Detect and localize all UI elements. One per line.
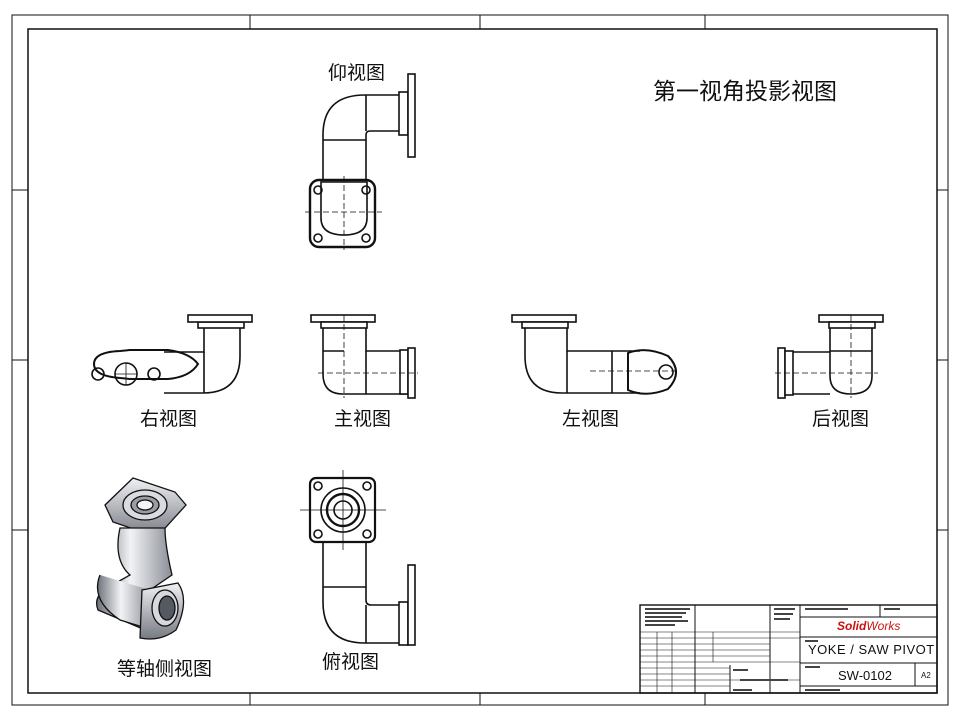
part-number: SW-0102 xyxy=(838,668,892,683)
brand-works: Works xyxy=(866,619,901,633)
brand-solid: Solid xyxy=(837,619,867,633)
drawing-title: 第一视角投影视图 xyxy=(653,79,837,105)
sheet-border xyxy=(11,14,949,706)
label-left-view: 左视图 xyxy=(562,408,620,430)
isometric-view xyxy=(95,477,187,640)
brand-logo: SolidWorks xyxy=(837,619,900,633)
top-view xyxy=(300,470,416,646)
label-rear-view: 后视图 xyxy=(812,408,870,430)
title-block xyxy=(639,604,938,694)
label-bottom-view: 仰视图 xyxy=(328,62,386,84)
sheet-size: A2 xyxy=(921,671,931,680)
part-name: YOKE / SAW PIVOT xyxy=(808,642,935,657)
label-top-view: 俯视图 xyxy=(322,651,380,673)
label-right-view: 右视图 xyxy=(140,408,198,430)
label-iso-view: 等轴侧视图 xyxy=(117,658,213,680)
left-view xyxy=(511,314,680,395)
right-view xyxy=(91,314,253,394)
label-front-view: 主视图 xyxy=(334,408,392,430)
bottom-view xyxy=(305,73,416,250)
rear-view xyxy=(775,314,884,399)
front-view xyxy=(310,314,418,399)
